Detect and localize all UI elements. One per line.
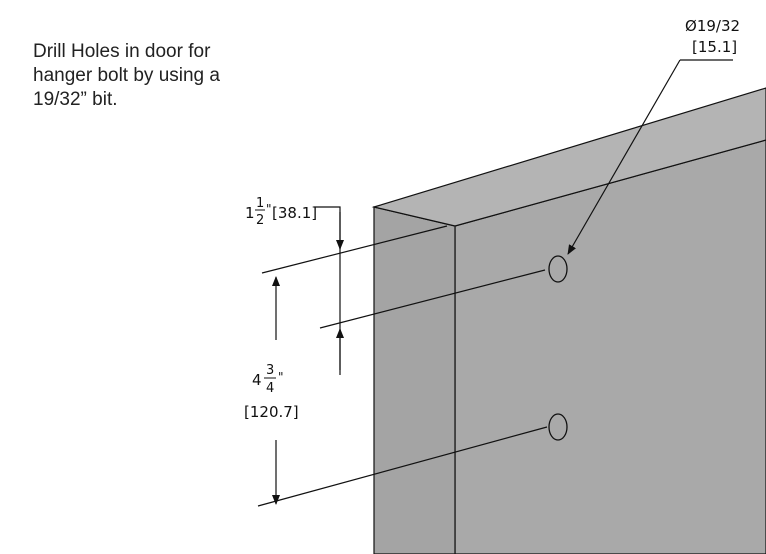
top-edge-extension-line xyxy=(261,225,448,274)
top-offset-label: 1 1 2 " [38.1] xyxy=(245,196,317,228)
hole-spacing-numerator: 3 xyxy=(266,363,274,378)
instruction-line-3: 19/32” bit. xyxy=(33,89,118,110)
hole-spacing-whole: 4 xyxy=(252,371,262,389)
door-top-edge xyxy=(371,87,766,227)
lower-hole-extension-line xyxy=(257,426,548,507)
hole-diameter-metric: [15.1] xyxy=(692,38,737,56)
diameter-symbol: Ø xyxy=(685,17,697,35)
hole-spacing-metric: [120.7] xyxy=(244,403,299,421)
hole-diameter-leader xyxy=(567,59,733,255)
hole-diameter-label: Ø19/32 xyxy=(685,17,740,35)
lower-hole xyxy=(548,413,568,441)
instruction-text: Drill Holes in door for hanger bolt by u… xyxy=(33,40,273,112)
upper-hole-extension-line xyxy=(319,269,546,329)
top-offset-numerator: 1 xyxy=(256,196,264,211)
instruction-line-2: hanger bolt by using a xyxy=(33,65,220,86)
top-offset-denominator: 2 xyxy=(256,213,264,228)
instruction-line-1: Drill Holes in door for xyxy=(33,41,211,62)
door-side-face xyxy=(373,206,456,554)
door-panel xyxy=(371,87,766,554)
hole-spacing-denominator: 4 xyxy=(266,381,274,396)
top-offset-whole: 1 xyxy=(245,204,255,222)
top-offset-dimension xyxy=(314,206,344,375)
hole-spacing-unit: " xyxy=(278,370,284,384)
top-offset-metric: [38.1] xyxy=(272,204,317,222)
top-offset-unit: " xyxy=(266,202,272,216)
hole-spacing-label: 4 3 4 " [120.7] xyxy=(244,363,299,421)
diameter-imperial: 19/32 xyxy=(697,17,740,35)
upper-hole xyxy=(548,255,568,283)
